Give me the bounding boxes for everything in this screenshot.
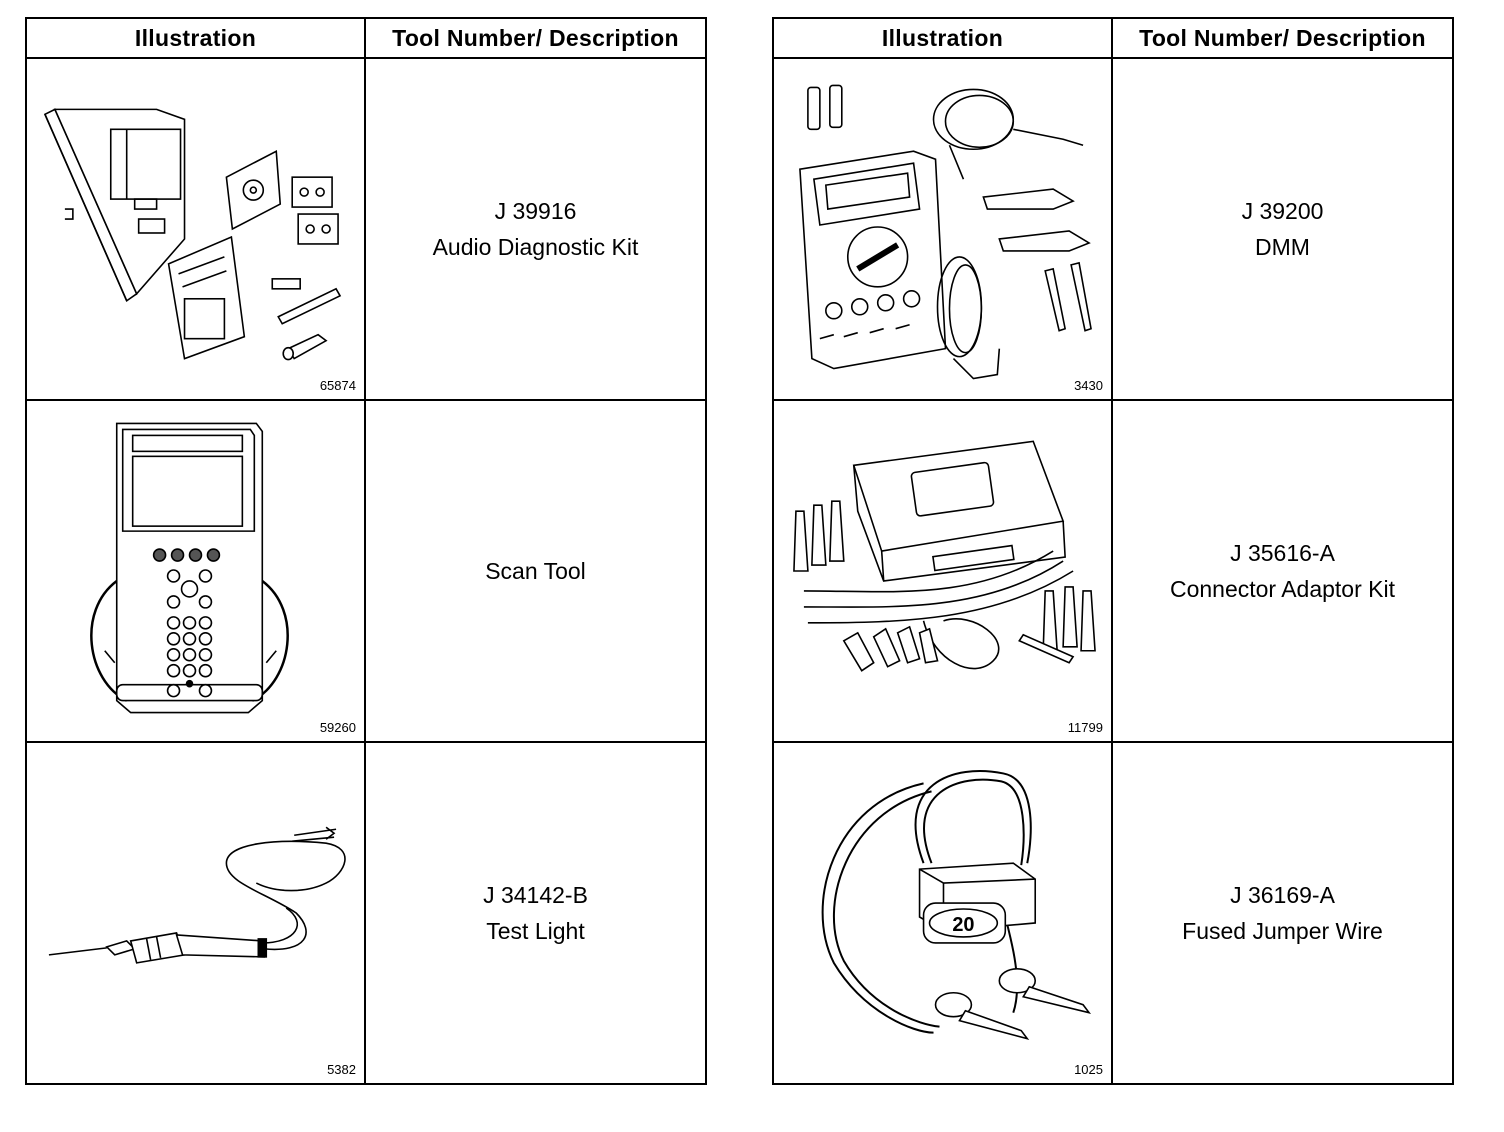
illustration-header: Illustration: [25, 17, 366, 59]
tool-table-right: Illustration Tool Number/ Description: [772, 17, 1455, 1085]
description-cell: Scan Tool: [363, 399, 708, 743]
description-header: Tool Number/ Description: [1110, 17, 1455, 59]
tool-description: DMM: [1255, 234, 1310, 260]
figure-number: 11799: [1067, 720, 1103, 735]
test-light-icon: [48, 826, 346, 964]
scan-tool-icon: [90, 422, 289, 714]
tool-number: J 35616-A: [1230, 540, 1335, 566]
tool-description: Fused Jumper Wire: [1182, 918, 1383, 944]
tool-number: J 36169-A: [1230, 882, 1335, 908]
table-row: 11799 J 35616-A Connector Adaptor Kit: [772, 399, 1455, 743]
description-cell: J 36169-A Fused Jumper Wire: [1110, 741, 1455, 1085]
table-row: 3430 J 39200 DMM: [772, 57, 1455, 401]
illustration-cell: 3430: [772, 57, 1113, 401]
illustration-cell: 20 1025: [772, 741, 1113, 1085]
tool-number: J 34142-B: [483, 882, 588, 908]
figure-number: 3430: [1074, 378, 1103, 393]
figure-number: 1025: [1074, 1062, 1103, 1077]
illustration-cell: 65874: [25, 57, 366, 401]
tool-description: Audio Diagnostic Kit: [432, 234, 639, 260]
table-row: 20 1025 J 36169-A Fused Jumper Wire: [772, 741, 1455, 1085]
illustration-cell: 59260: [25, 399, 366, 743]
tool-number: J 39200: [1241, 198, 1324, 224]
figure-number: 59260: [319, 720, 356, 735]
description-cell: J 35616-A Connector Adaptor Kit: [1110, 399, 1455, 743]
table-row: 5382 J 34142-B Test Light: [25, 741, 708, 1085]
dmm-icon: [799, 84, 1092, 380]
tool-description: Connector Adaptor Kit: [1169, 576, 1395, 602]
description-cell: J 34142-B Test Light: [363, 741, 708, 1085]
figure-number: 5382: [327, 1062, 356, 1077]
illustration-cell: 11799: [772, 399, 1113, 743]
connector-adaptor-kit-icon: [793, 440, 1096, 672]
fused-jumper-wire-icon: 20: [821, 770, 1092, 1040]
table-row: 65874 J 39916 Audio Diagnostic Kit: [25, 57, 708, 401]
figure-number: 65874: [319, 378, 356, 393]
illustration-cell: 5382: [25, 741, 366, 1085]
tool-description: Test Light: [486, 918, 585, 944]
tool-table-left: Illustration Tool Number/ Description: [25, 17, 708, 1085]
description-cell: J 39916 Audio Diagnostic Kit: [363, 57, 708, 401]
description-cell: J 39200 DMM: [1110, 57, 1455, 401]
table-row: 59260 Scan Tool: [25, 399, 708, 743]
tool-number: J 39916: [494, 198, 577, 224]
illustration-header: Illustration: [772, 17, 1113, 59]
header-row: Illustration Tool Number/ Description: [25, 17, 708, 59]
header-row: Illustration Tool Number/ Description: [772, 17, 1455, 59]
fuse-rating-label: 20: [952, 914, 974, 936]
audio-diagnostic-kit-icon: [43, 108, 342, 361]
tool-description: Scan Tool: [485, 558, 586, 584]
description-header: Tool Number/ Description: [363, 17, 708, 59]
